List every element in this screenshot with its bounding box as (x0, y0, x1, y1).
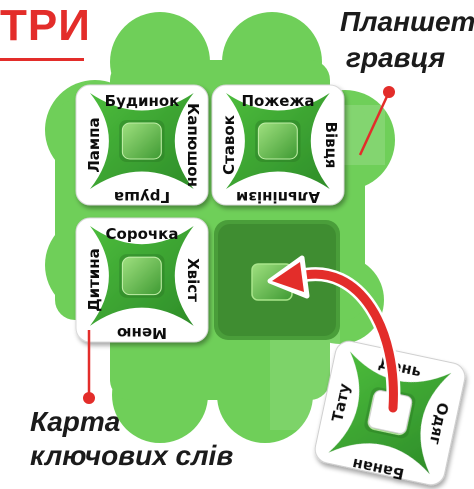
board-card-2[interactable]: Пожежа Вівця Альпінізм Ставок (211, 84, 345, 206)
board-label-line2: гравця (346, 42, 446, 73)
board-pin-icon (358, 86, 395, 156)
card2-top: Пожежа (241, 92, 314, 110)
card3-left: Дитина (85, 248, 103, 312)
card3-top: Сорочка (106, 225, 179, 243)
card2-right: Вівця (322, 122, 340, 169)
card1-bottom: Груша (114, 188, 170, 206)
card1-left: Лампа (85, 117, 103, 172)
card2-left: Ставок (220, 115, 238, 175)
card3-right: Хвіст (184, 258, 202, 302)
card1-top: Будинок (105, 92, 180, 110)
card-pin-icon (83, 330, 95, 404)
card2-bottom: Альпінізм (236, 188, 320, 206)
board-label-line1: Планшет (340, 6, 474, 37)
title-underline (0, 58, 84, 61)
board-label: Планшет гравця (340, 4, 474, 76)
card-label-line2: ключових слів (30, 440, 234, 471)
card1-right: Капюшон (184, 103, 202, 187)
page-title-fragment: ТРИ (0, 1, 91, 50)
card-label: Карта ключових слів (30, 405, 233, 473)
curved-arrow-icon (267, 255, 401, 415)
card3-bottom: Меню (117, 324, 167, 342)
card-label-line1: Карта (30, 406, 121, 437)
board-card-3[interactable]: Сорочка Хвіст Меню Дитина (75, 217, 209, 343)
board-card-1[interactable]: Будинок Капюшон Груша Лампа (75, 84, 209, 206)
